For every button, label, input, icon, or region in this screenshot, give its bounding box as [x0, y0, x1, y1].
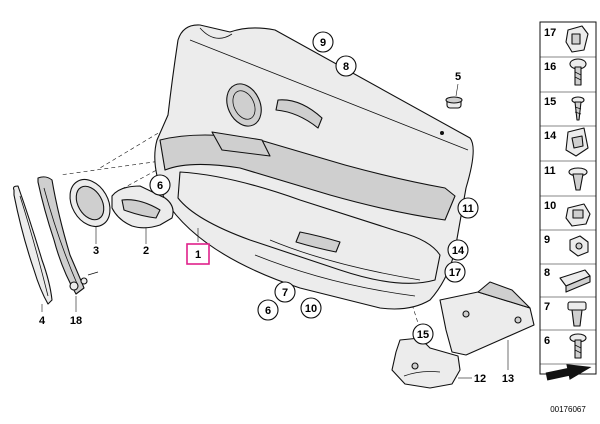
panel-item-15[interactable]: 15	[544, 96, 585, 121]
door-panel-illustration	[154, 24, 474, 310]
callout-11[interactable]: 11	[457, 197, 479, 219]
svg-text:13: 13	[502, 373, 514, 385]
callout-3[interactable]: 3	[93, 226, 99, 257]
callout-13[interactable]: 13	[502, 340, 514, 385]
panel-item-8[interactable]: 8	[544, 267, 591, 293]
svg-text:9: 9	[320, 37, 326, 49]
document-number: 00176067	[550, 405, 586, 414]
callout-5[interactable]: 5	[455, 71, 461, 97]
svg-text:14: 14	[452, 245, 465, 257]
svg-text:11: 11	[462, 203, 474, 215]
svg-text:17: 17	[544, 27, 556, 39]
svg-text:18: 18	[70, 315, 82, 327]
bracket-13-illustration	[439, 281, 535, 356]
svg-text:16: 16	[544, 61, 556, 73]
callout-18[interactable]: 18	[70, 296, 82, 327]
panel-item-10[interactable]: 10	[544, 200, 591, 227]
callout-9[interactable]: 9	[312, 31, 334, 53]
callout-6-bottom[interactable]: 6	[257, 299, 279, 321]
handle-bracket-illustration	[37, 176, 99, 295]
panel-item-11[interactable]: 11	[544, 165, 588, 191]
svg-text:3: 3	[93, 245, 99, 257]
svg-text:6: 6	[265, 305, 271, 317]
callout-2[interactable]: 2	[143, 228, 149, 257]
callout-15[interactable]: 15	[412, 323, 434, 345]
bracket-12-illustration	[391, 337, 461, 389]
svg-text:2: 2	[143, 245, 149, 257]
svg-text:17: 17	[449, 267, 461, 279]
callout-14[interactable]: 14	[447, 239, 469, 261]
callout-6-top[interactable]: 6	[149, 174, 171, 196]
callout-labels: 9 8 5 6 3 2 1	[39, 31, 514, 385]
callout-4[interactable]: 4	[39, 304, 46, 327]
svg-text:12: 12	[474, 373, 486, 385]
parts-panel: 17 16 15 14 11	[539, 21, 597, 381]
svg-text:10: 10	[544, 200, 556, 212]
svg-text:10: 10	[305, 303, 317, 315]
door-handle-illustration	[111, 185, 174, 229]
panel-item-16[interactable]: 16	[544, 58, 587, 86]
callout-8[interactable]: 8	[335, 55, 357, 77]
svg-text:7: 7	[282, 287, 288, 299]
svg-text:11: 11	[544, 165, 556, 177]
clip-5-illustration	[445, 96, 463, 109]
callout-12[interactable]: 12	[458, 373, 486, 385]
svg-text:7: 7	[544, 301, 550, 313]
svg-text:5: 5	[455, 71, 461, 83]
svg-text:1: 1	[195, 249, 201, 261]
speaker-cover-illustration	[69, 179, 111, 227]
trim-strip-illustration	[12, 185, 53, 305]
svg-text:8: 8	[343, 61, 349, 73]
panel-item-7[interactable]: 7	[544, 301, 587, 327]
orientation-arrow-icon	[545, 364, 592, 381]
svg-text:14: 14	[544, 130, 557, 142]
callout-7[interactable]: 7	[274, 281, 296, 303]
svg-text:6: 6	[544, 335, 550, 347]
svg-text:6: 6	[157, 180, 163, 192]
callout-17[interactable]: 17	[444, 261, 466, 283]
panel-item-6[interactable]: 6	[544, 333, 587, 359]
callout-1-highlighted[interactable]: 1	[186, 228, 210, 265]
panel-item-14[interactable]: 14	[544, 127, 589, 157]
panel-item-17[interactable]: 17	[544, 25, 589, 53]
panel-item-9[interactable]: 9	[544, 234, 589, 257]
svg-text:15: 15	[417, 329, 429, 341]
callout-10[interactable]: 10	[300, 297, 322, 319]
svg-text:8: 8	[544, 267, 550, 279]
svg-text:15: 15	[544, 96, 556, 108]
svg-text:9: 9	[544, 234, 550, 246]
svg-text:4: 4	[39, 315, 46, 327]
